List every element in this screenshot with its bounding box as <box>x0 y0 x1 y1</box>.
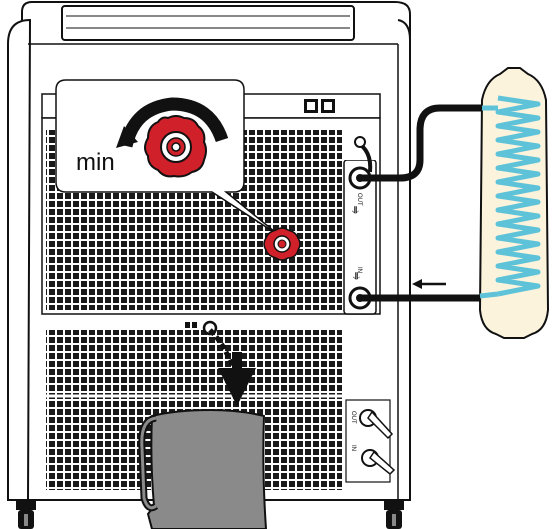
pressure-knob-zoomed <box>144 115 207 178</box>
water-pitcher <box>138 408 268 529</box>
min-label: min <box>76 149 115 176</box>
outlet-port-label: OUT <box>356 193 362 206</box>
drain-in-label: IN <box>350 445 356 451</box>
connector-plate <box>343 130 377 315</box>
pressure-knob[interactable] <box>263 227 301 261</box>
top-handle[interactable] <box>61 5 355 41</box>
inlet-port-label: IN <box>356 267 362 273</box>
arrow-down-icon <box>218 352 256 406</box>
caster-left <box>16 500 36 529</box>
inlet-port[interactable] <box>348 286 372 310</box>
lower-outlet-connector[interactable] <box>359 409 394 440</box>
lower-inlet-connector[interactable] <box>361 449 396 476</box>
caster-right <box>384 500 404 529</box>
reflux-condenser <box>478 67 550 339</box>
outlet-port-symbol: ⥥ <box>351 206 360 217</box>
inlet-port-symbol: ⥥ <box>352 272 361 283</box>
arrow-left-icon <box>412 279 446 289</box>
supply-hose <box>362 104 498 182</box>
upper-port-fitting <box>354 136 366 148</box>
drain-out-label: OUT <box>350 411 356 424</box>
drain-hose <box>208 328 237 370</box>
panel-symbol-icons <box>304 99 335 113</box>
